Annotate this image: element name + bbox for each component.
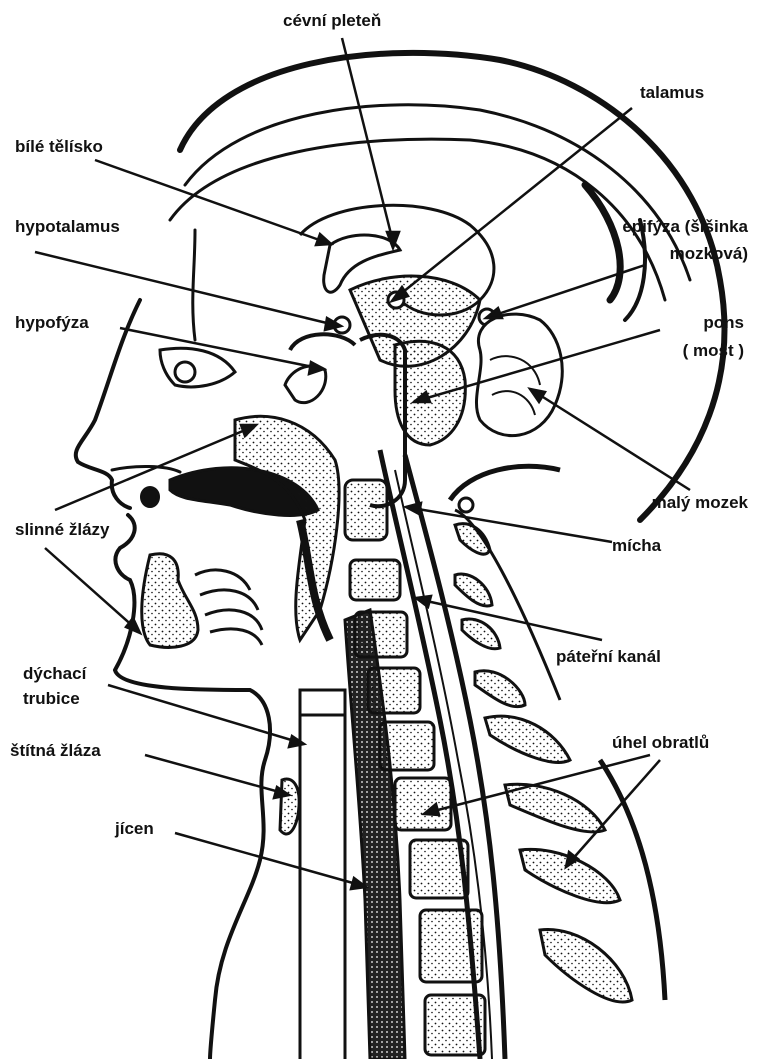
label-paterni-kanal: páteřní kanál bbox=[556, 646, 661, 667]
label-pons-line2: ( most ) bbox=[683, 340, 744, 361]
label-cevni-pleten: cévní pleteň bbox=[283, 10, 381, 31]
label-epifyza-line2: mozková) bbox=[670, 243, 748, 264]
label-stitna-zlaza: štítná žláza bbox=[10, 740, 101, 761]
label-dychaci-line2: trubice bbox=[23, 688, 80, 709]
neck-structures bbox=[115, 610, 405, 1059]
label-maly-mozek: malý mozek bbox=[652, 492, 748, 513]
label-hypofyza: hypofýza bbox=[15, 312, 89, 333]
label-talamus: talamus bbox=[640, 82, 704, 103]
label-slinne-zlazy: slinné žlázy bbox=[15, 519, 109, 540]
label-hypotalamus: hypotalamus bbox=[15, 216, 120, 237]
label-bile-telisko: bílé tělísko bbox=[15, 136, 103, 157]
label-uhel-obratlu: úhel obratlů bbox=[612, 732, 709, 753]
label-dychaci-line1: dýchací bbox=[23, 663, 86, 684]
label-jicen: jícen bbox=[115, 818, 154, 839]
label-pons-line1: pons bbox=[703, 312, 744, 333]
salivary-glands bbox=[142, 554, 262, 648]
label-epifyza-line1: epifýza (šišinka bbox=[622, 216, 748, 237]
label-micha: mícha bbox=[612, 535, 661, 556]
